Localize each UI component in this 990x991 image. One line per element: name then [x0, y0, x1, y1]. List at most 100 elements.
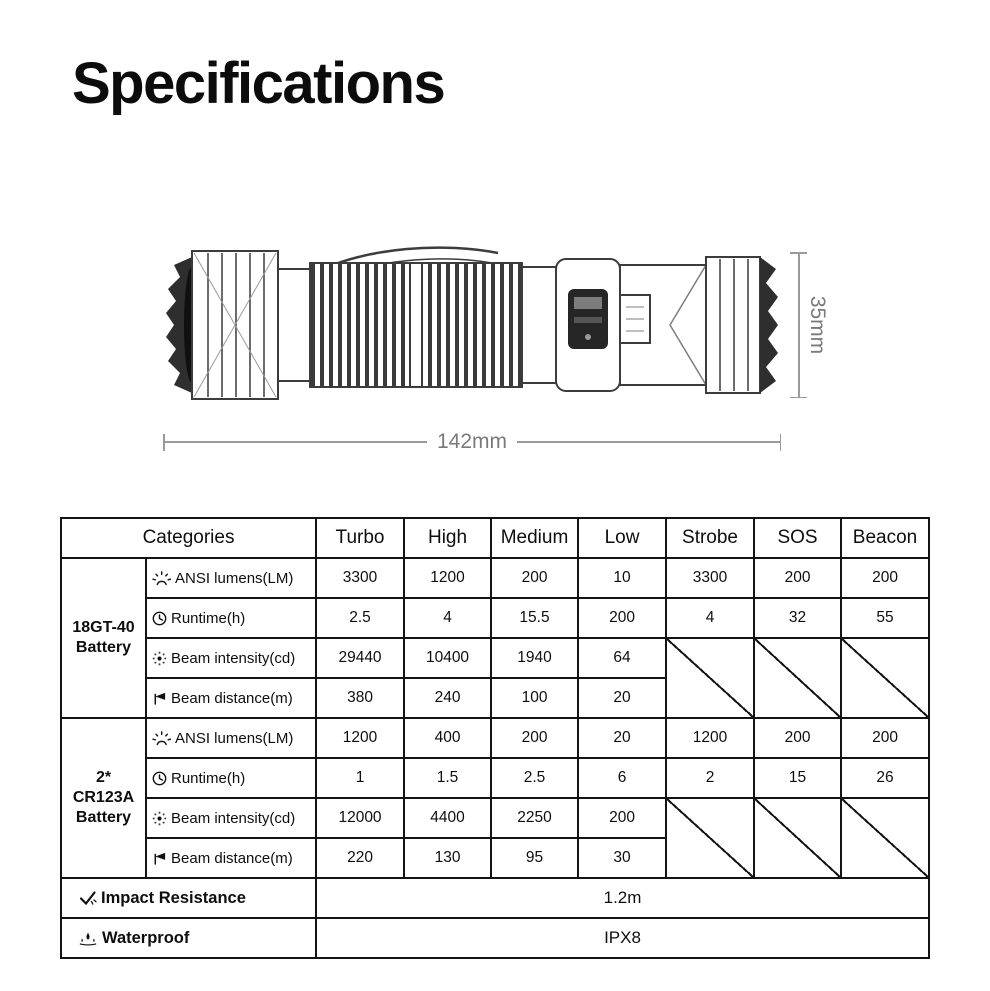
cell-value: 400: [403, 717, 493, 759]
cell-value: 15: [753, 757, 843, 799]
cell-value: 64: [577, 637, 668, 679]
cell-value: 12000: [315, 797, 406, 839]
cell-value: 6: [577, 757, 668, 799]
na-cell-strobe: [665, 797, 756, 879]
cell-value: 4400: [403, 797, 493, 839]
row-label-intensity: Beam intensity(cd): [144, 797, 318, 839]
cell-value: 4: [665, 597, 756, 639]
row-label-text: ANSI lumens(LM): [175, 569, 294, 587]
cell-value: 1940: [490, 637, 580, 679]
battery-line: Battery: [75, 809, 132, 826]
cell-value: 380: [315, 677, 406, 719]
water-splash-icon: [78, 931, 98, 946]
cell-value: 10400: [403, 637, 493, 679]
row-label-text: Beam distance(m): [171, 689, 293, 707]
cell-value: 200: [753, 557, 843, 599]
dimension-line: [798, 252, 800, 398]
cell-value: 4: [403, 597, 493, 639]
mode-header-beacon: Beacon: [840, 517, 931, 559]
cell-value: 200: [490, 557, 580, 599]
na-cell-sos: [753, 637, 843, 719]
battery-name-18gt40: 18GT-40 Battery: [60, 557, 147, 719]
battery-line: 18GT-40: [72, 619, 135, 636]
cell-value: 2.5: [490, 757, 580, 799]
finned-body: [309, 262, 557, 388]
table-row: Waterproof IPX8: [59, 917, 931, 959]
row-label-text: Runtime(h): [171, 609, 246, 627]
mode-header-sos: SOS: [753, 517, 843, 559]
mode-header-strobe: Strobe: [665, 517, 756, 559]
waterproof-label-cell: Waterproof: [59, 917, 318, 959]
mode-header-turbo: Turbo: [315, 517, 406, 559]
cell-value: 30: [577, 837, 668, 879]
cell-value: 10: [577, 557, 668, 599]
dimension-tick: [779, 433, 781, 451]
cell-value: 2: [665, 757, 756, 799]
impact-resistance-label-cell: Impact Resistance: [59, 877, 318, 919]
page-title: Specifications: [72, 51, 446, 116]
dimension-line: [517, 441, 780, 443]
row-label-lumens: ANSI lumens(LM): [144, 717, 318, 759]
cell-value: 2.5: [315, 597, 406, 639]
row-label-distance: Beam distance(m): [144, 677, 318, 719]
row-label-distance: Beam distance(m): [144, 837, 318, 879]
cell-value: 3300: [315, 557, 406, 599]
cell-value: 26: [840, 757, 931, 799]
battery-line: Battery: [75, 639, 132, 656]
clock-icon: [152, 611, 167, 626]
beam-intensity-dotted-circle-icon: [152, 811, 167, 826]
table-row: Runtime(h) 1 1.5 2.5 6 2 15 26: [61, 757, 931, 799]
dimension-line: [164, 441, 427, 443]
switch-module: [555, 258, 621, 392]
battery-line: 2*: [95, 769, 112, 786]
battery-name-cr123a: 2* CR123A Battery: [60, 717, 147, 879]
cell-value: 20: [577, 677, 668, 719]
dimension-tick: [163, 433, 165, 451]
mode-header-low: Low: [577, 517, 668, 559]
row-label-runtime: Runtime(h): [144, 757, 318, 799]
rear-body: [619, 264, 707, 386]
cell-value: 240: [403, 677, 493, 719]
cell-value: 95: [490, 837, 580, 879]
ansi-lumens-sun-icon: [152, 730, 171, 746]
table-row: 18GT-40 Battery ANSI lumens(LM) 3300 120…: [60, 557, 931, 719]
cell-value: 1200: [315, 717, 406, 759]
cell-value: 3300: [665, 557, 756, 599]
cell-value: 130: [403, 837, 493, 879]
cell-value: 55: [840, 597, 931, 639]
cell-value: 32: [753, 597, 843, 639]
table-row: 2* CR123A Battery ANSI lumens(LM) 1200 4…: [60, 717, 931, 879]
beam-distance-flag-icon: [152, 851, 167, 866]
cell-value: 2250: [490, 797, 580, 839]
height-dimension-label: 35mm: [806, 295, 829, 355]
flashlight-head: [191, 250, 311, 400]
length-dimension: 142mm: [163, 430, 781, 454]
row-label-lumens: ANSI lumens(LM): [144, 557, 318, 599]
waterproof-value: IPX8: [315, 917, 931, 959]
na-cell-strobe: [665, 637, 756, 719]
row-label-text: Beam distance(m): [171, 849, 293, 867]
clock-icon: [152, 771, 167, 786]
spec-table: Categories Turbo High Medium Low Strobe …: [59, 517, 931, 959]
table-row: Beam distance(m) 220 130 95 30: [61, 837, 929, 879]
categories-header: Categories: [59, 517, 318, 559]
table-header-row: Categories Turbo High Medium Low Strobe …: [59, 517, 931, 559]
cell-value: 20: [577, 717, 668, 759]
row-label-runtime: Runtime(h): [144, 597, 318, 639]
cell-value: 200: [840, 717, 931, 759]
height-dimension: 35mm: [790, 252, 838, 398]
cell-value: 29440: [315, 637, 406, 679]
cell-value: 1.5: [403, 757, 493, 799]
mode-header-medium: Medium: [490, 517, 580, 559]
table-row: Runtime(h) 2.5 4 15.5 200 4 32 55: [61, 597, 931, 639]
table-row: Impact Resistance 1.2m: [59, 877, 931, 919]
table-row: Beam intensity(cd) 12000 4400 2250 200: [61, 797, 931, 879]
cell-value: 220: [315, 837, 406, 879]
waterproof-label: Waterproof: [102, 928, 190, 947]
cell-value: 200: [577, 797, 668, 839]
cell-value: 1200: [403, 557, 493, 599]
beam-distance-flag-icon: [152, 691, 167, 706]
length-dimension-label: 142mm: [436, 430, 508, 453]
row-label-text: Beam intensity(cd): [171, 809, 296, 827]
cell-value: 1200: [665, 717, 756, 759]
